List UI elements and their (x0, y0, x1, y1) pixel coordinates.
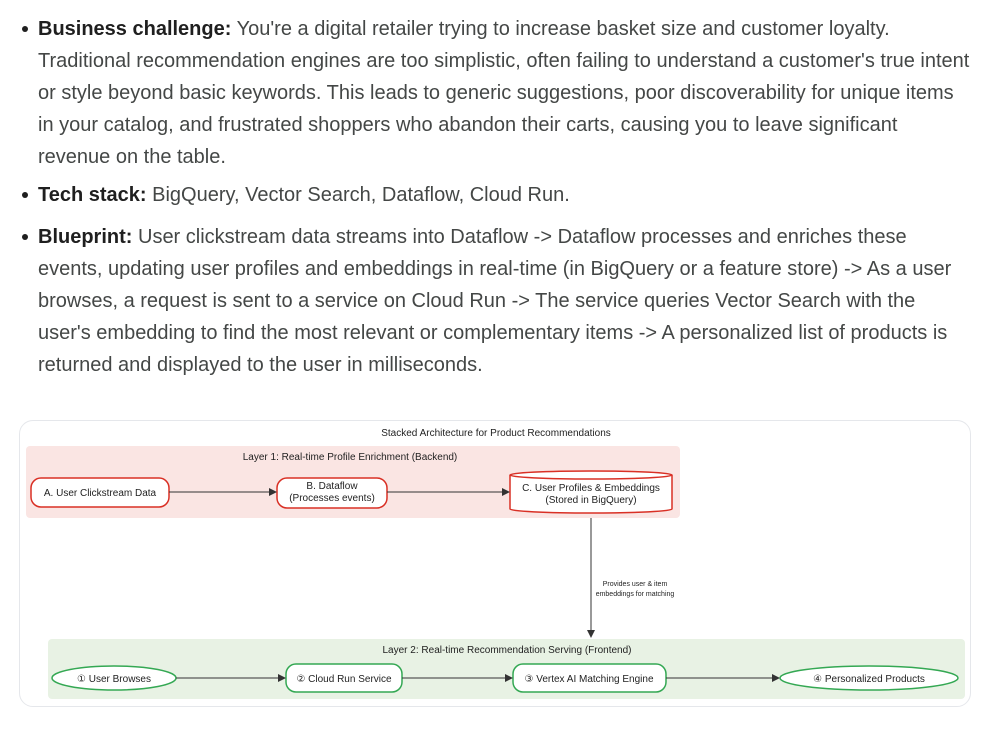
node-user-profiles-body (509, 475, 673, 514)
node-user-clickstream-label: A. User Clickstream Data (44, 488, 157, 499)
bullet-label: Tech stack: (38, 184, 147, 206)
bullet-text: BigQuery, Vector Search, Dataflow, Cloud… (146, 184, 570, 206)
node-cloud-run-service-label: ② Cloud Run Service (296, 674, 392, 685)
connector-label-1: Provides user & item (603, 581, 668, 588)
node-personalized-products (779, 665, 959, 691)
node-user-browses-label: ① User Browses (77, 674, 151, 685)
node-dataflow-label-1: B. Dataflow (306, 481, 358, 492)
bullet-label: Blueprint: (38, 226, 133, 248)
bullet-business-challenge: Business challenge: You're a digital ret… (22, 13, 973, 173)
node-dataflow (276, 477, 388, 509)
bullet-label: Business challenge: (38, 18, 232, 40)
layer2-panel (48, 639, 965, 699)
node-user-profiles-label-1: C. User Profiles & Embeddings (522, 483, 660, 494)
diagram-title: Stacked Architecture for Product Recomme… (381, 428, 611, 439)
connector-label-2: embeddings for matching (596, 591, 675, 598)
layer1-title: Layer 1: Real-time Profile Enrichment (B… (243, 452, 458, 463)
layer2-title: Layer 2: Real-time Recommendation Servin… (383, 645, 632, 656)
bullet-tech-stack: Tech stack: BigQuery, Vector Search, Dat… (22, 179, 973, 211)
architecture-diagram: Stacked Architecture for Product Recomme… (19, 420, 971, 707)
node-user-profiles-label-2: (Stored in BigQuery) (545, 495, 636, 506)
node-user-profiles-top (509, 470, 673, 480)
bullet-text: User clickstream data streams into Dataf… (38, 226, 952, 376)
node-personalized-products-label: ④ Personalized Products (813, 674, 925, 685)
architecture-diagram-svg: Stacked Architecture for Product Recomme… (26, 428, 965, 699)
node-vertex-ai-matching-engine-label: ③ Vertex AI Matching Engine (524, 674, 653, 685)
bullet-blueprint: Blueprint: User clickstream data streams… (22, 221, 973, 381)
node-dataflow-label-2: (Processes events) (289, 493, 375, 504)
bullet-text: You're a digital retailer trying to incr… (38, 18, 970, 168)
